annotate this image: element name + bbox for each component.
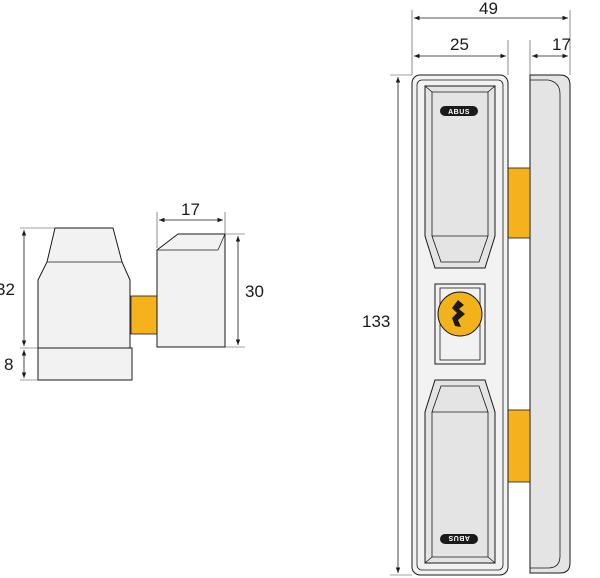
side-base-plate bbox=[37, 347, 133, 381]
front-bolt-upper bbox=[507, 167, 531, 239]
brand-badge-top bbox=[440, 106, 478, 116]
brand-label-bottom: ABUS bbox=[448, 534, 470, 541]
dim-lock-width: 25 bbox=[450, 35, 469, 54]
front-view: ABUS ABUS 49 25 17 133 bbox=[362, 0, 571, 576]
side-bolt bbox=[130, 295, 159, 335]
side-view: 32 8 17 30 bbox=[0, 200, 264, 381]
dim-total-width: 49 bbox=[479, 0, 498, 18]
dim-side-strike-height: 30 bbox=[245, 282, 264, 301]
keyway-icon bbox=[452, 300, 465, 327]
dim-side-base-height: 8 bbox=[4, 355, 13, 374]
dim-height: 133 bbox=[362, 312, 390, 331]
front-bolt-lower bbox=[507, 409, 531, 483]
side-lock-body bbox=[37, 227, 131, 349]
brand-label-top: ABUS bbox=[448, 109, 470, 116]
dim-side-lock-height: 32 bbox=[0, 280, 15, 299]
front-strike-body bbox=[529, 74, 571, 574]
dim-side-strike-width: 17 bbox=[181, 200, 200, 219]
dim-strike-width: 17 bbox=[552, 35, 571, 54]
side-strike-body bbox=[156, 233, 226, 348]
brand-badge-bottom bbox=[440, 534, 478, 544]
